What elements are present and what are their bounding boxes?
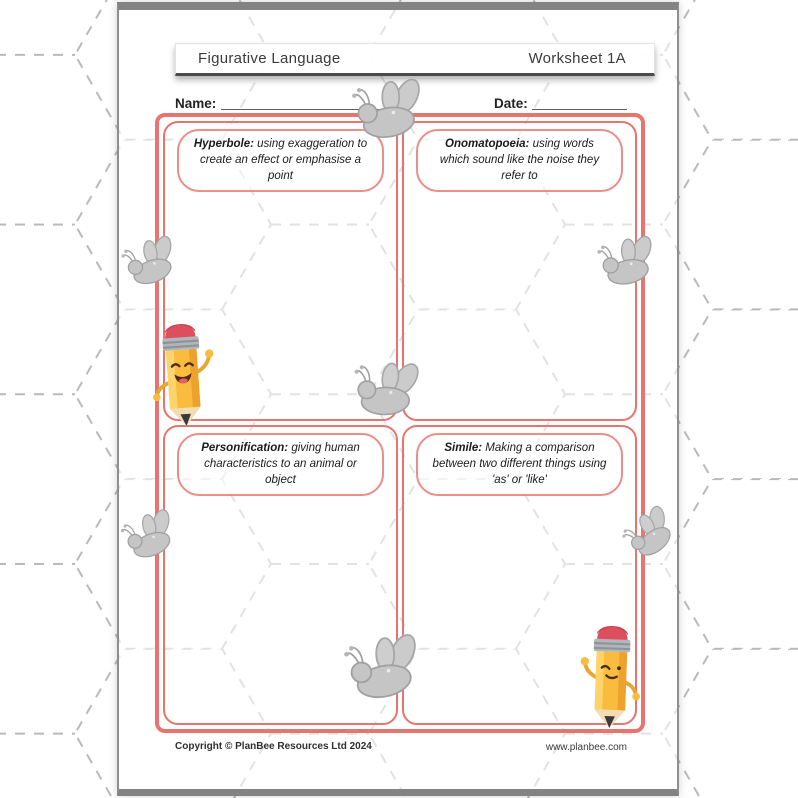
definition-box-onomatopoeia: Onomatopoeia: using words which sound li…	[415, 129, 624, 193]
date-label: Date:	[494, 96, 528, 111]
quadrant-personification: Personification: giving human characteri…	[163, 425, 398, 725]
name-date-row: Name: Date:	[175, 96, 627, 114]
term-simile: Simile:	[444, 442, 483, 454]
definition-box-hyperbole: Hyperbole: using exaggeration to create …	[176, 129, 385, 193]
worksheet-frame: Hyperbole: using exaggeration to create …	[155, 113, 645, 733]
definition-box-simile: Simile: Making a comparison between two …	[415, 433, 624, 497]
website-text: www.planbee.com	[545, 742, 627, 753]
pencil-character-icon	[152, 322, 214, 428]
date-line	[532, 109, 627, 110]
definition-text-personification: giving human characteristics to an anima…	[204, 442, 360, 487]
quadrant-simile: Simile: Making a comparison between two …	[402, 425, 637, 725]
term-personification: Personification:	[201, 442, 289, 454]
bee-icon	[118, 506, 177, 563]
term-hyperbole: Hyperbole:	[193, 138, 254, 150]
copyright-text: Copyright © PlanBee Resources Ltd 2024	[175, 741, 372, 752]
term-onomatopoeia: Onomatopoeia:	[445, 138, 530, 150]
name-line	[221, 109, 393, 110]
pencil-character-icon	[580, 625, 640, 729]
definition-text-hyperbole: using exaggeration to create an effect o…	[199, 138, 368, 183]
bee-icon	[119, 233, 178, 289]
definition-box-personification: Personification: giving human characteri…	[176, 433, 385, 497]
definition-text-simile: Making a comparison between two differen…	[432, 442, 607, 487]
quadrant-onomatopoeia: Onomatopoeia: using words which sound li…	[402, 121, 637, 421]
page-title: Figurative Language	[198, 50, 341, 67]
header-bar: Figurative Language Worksheet 1A	[175, 43, 655, 76]
bee-icon	[340, 628, 422, 706]
definition-text-onomatopoeia: using words which sound like the noise t…	[439, 138, 600, 183]
worksheet-number: Worksheet 1A	[528, 50, 626, 67]
bee-icon	[594, 231, 656, 291]
bee-icon	[346, 71, 426, 147]
name-label: Name:	[175, 96, 217, 111]
